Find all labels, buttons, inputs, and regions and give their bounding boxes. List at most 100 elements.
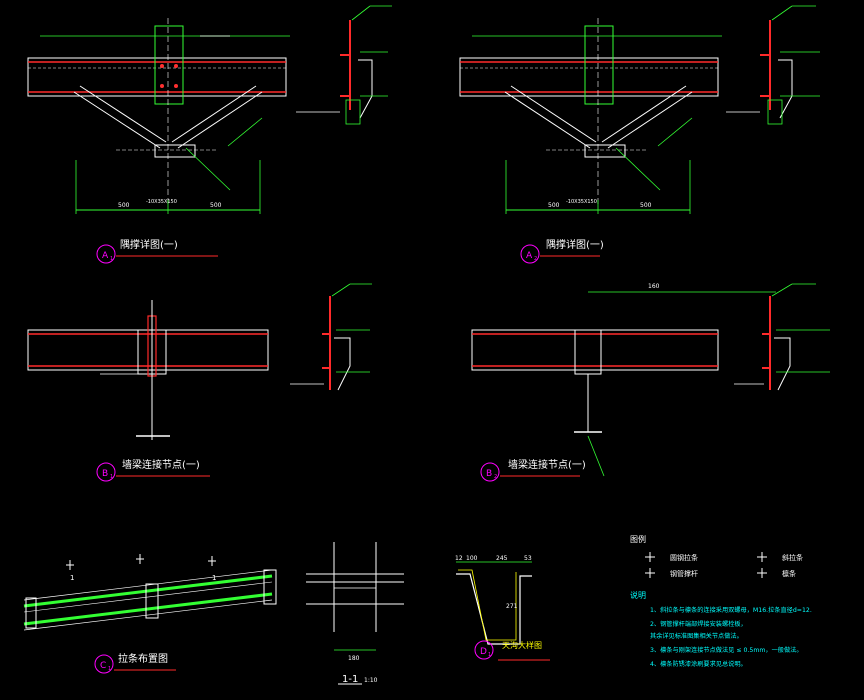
a1-span-right: 500 xyxy=(210,202,222,209)
a2-span-left: 500 xyxy=(548,202,560,209)
note-line: 其余详见标准图集相关节点做法。 xyxy=(650,632,743,640)
b2-top-dim: 160 xyxy=(648,283,660,290)
c1-connector xyxy=(263,569,277,605)
c1-purlin xyxy=(23,592,273,626)
legend-item: 斜拉条 xyxy=(782,553,803,562)
a1-side-box xyxy=(345,99,361,125)
legend-item: 檩条 xyxy=(782,569,796,578)
c1-connector xyxy=(25,597,37,629)
a1-brace-left xyxy=(79,85,167,143)
c1-purlin xyxy=(23,574,273,608)
a2-brace-left xyxy=(510,85,597,143)
a2-brace-right xyxy=(601,85,687,143)
b2-marker-letter: B xyxy=(486,469,492,479)
a1-callout xyxy=(185,147,231,191)
b1-marker-index: 1 xyxy=(110,474,113,480)
a2-side-bracket xyxy=(778,59,793,119)
a1-bottom-plate xyxy=(154,144,196,158)
b1-side-bracket xyxy=(334,337,351,391)
section-scale: 1:10 xyxy=(364,677,378,684)
note-line: 3、檩条与刚架连接节点做法见 ≤ 0.5mm，一般做法。 xyxy=(650,646,803,654)
section-1-1: 180 1-1 1:10 xyxy=(306,542,404,685)
section-width: 180 xyxy=(348,655,360,662)
a2-brace-left xyxy=(504,91,591,149)
a2-bottom-plate xyxy=(584,144,626,158)
a1-marker-letter: A xyxy=(102,251,109,261)
a2-purlin xyxy=(459,57,719,97)
c1-axis-label: 1 xyxy=(212,574,216,582)
c1-tie-rod xyxy=(23,581,273,613)
b1-side-channel xyxy=(322,333,331,369)
a1-callout xyxy=(227,117,263,147)
a2-callout xyxy=(615,147,661,191)
d1-marker xyxy=(474,640,494,660)
notes: 说明 1、斜拉条与檩条的连接采用双螺母，M16.拉条直径d=12. 2、钢管撑杆… xyxy=(630,590,812,668)
a1-bolt xyxy=(160,84,164,88)
b2-callout xyxy=(587,435,605,477)
a2-side-channel xyxy=(760,54,771,97)
a1-bolt xyxy=(160,64,164,68)
a2-callout xyxy=(657,117,693,147)
b2-title: 墙梁连接节点(一) xyxy=(508,458,586,471)
b1-side-leader xyxy=(331,283,351,297)
legend: 图例 圆钢拉条 钢管撑杆 斜拉条 檩条 xyxy=(630,534,803,578)
a2-column-plate xyxy=(584,25,614,105)
section-title: 1-1 xyxy=(342,674,358,685)
a1-brace-left xyxy=(73,91,161,149)
b1-marker-letter: B xyxy=(102,469,108,479)
a1-side-bracket xyxy=(358,59,373,119)
detail-d1: 12 100 245 53 271 D 1 天沟大样图 xyxy=(455,555,550,661)
c1-marker-letter: C xyxy=(100,661,106,671)
b2-side-bracket xyxy=(774,337,791,391)
a2-span-right: 500 xyxy=(640,202,652,209)
detail-a2: 500 500 -10X35X150 A 2 隅撑详图(一) xyxy=(459,5,820,264)
c1-connectors xyxy=(25,569,277,629)
b2-purlin xyxy=(471,329,719,371)
c1-marker xyxy=(94,654,114,674)
c1-connector xyxy=(145,583,159,619)
b2-connection-plate xyxy=(574,329,602,375)
a1-plate-label: -10X35X150 xyxy=(146,199,177,205)
detail-c1: 1 1 C 1 拉条布置图 xyxy=(23,554,277,674)
a1-span-left: 500 xyxy=(118,202,130,209)
a2-marker-index: 2 xyxy=(534,256,537,262)
d1-dim: 12 xyxy=(455,555,463,562)
d1-gutter-inner xyxy=(458,569,517,641)
a1-bolt xyxy=(174,64,178,68)
d1-marker-index: 1 xyxy=(488,652,491,658)
b2-side-leader xyxy=(771,283,793,297)
a2-marker xyxy=(520,244,540,264)
notes-title: 说明 xyxy=(630,590,646,600)
a1-purlin xyxy=(27,57,287,97)
a2-marker-letter: A xyxy=(526,251,533,261)
a2-title: 隅撑详图(一) xyxy=(546,238,604,251)
legend-symbols xyxy=(645,552,767,578)
c1-purlin-edge xyxy=(23,569,273,601)
a1-column-plate xyxy=(154,25,184,105)
a1-brace-right xyxy=(177,91,263,149)
d1-marker-letter: D xyxy=(480,647,487,657)
b2-marker xyxy=(480,462,500,482)
d1-dim: 100 xyxy=(466,555,478,562)
c1-marker-index: 1 xyxy=(108,666,111,672)
detail-b2: 160 B 2 墙梁连接节点(一) xyxy=(471,283,830,482)
legend-item: 钢管撑杆 xyxy=(670,569,698,578)
b2-side-channel xyxy=(762,333,771,369)
d1-dim: 245 xyxy=(496,555,508,562)
d1-dim: 53 xyxy=(524,555,532,562)
a2-plate-label: -10X35X150 xyxy=(566,199,597,205)
c1-title: 拉条布置图 xyxy=(118,652,168,665)
detail-b1: B 1 墙梁连接节点(一) xyxy=(27,283,372,482)
c1-purlin-edge xyxy=(23,599,273,631)
d1-gutter xyxy=(456,573,532,645)
note-line: 4、檩条防锈漆涂刷要求见总说明。 xyxy=(650,660,747,668)
a2-side-leader xyxy=(771,5,793,21)
a1-bolt xyxy=(174,84,178,88)
d1-depth: 271 xyxy=(506,603,518,610)
d1-title: 天沟大样图 xyxy=(502,640,542,650)
a1-marker xyxy=(96,244,116,264)
a2-brace-right xyxy=(607,91,693,149)
a2-side-box xyxy=(767,99,783,125)
